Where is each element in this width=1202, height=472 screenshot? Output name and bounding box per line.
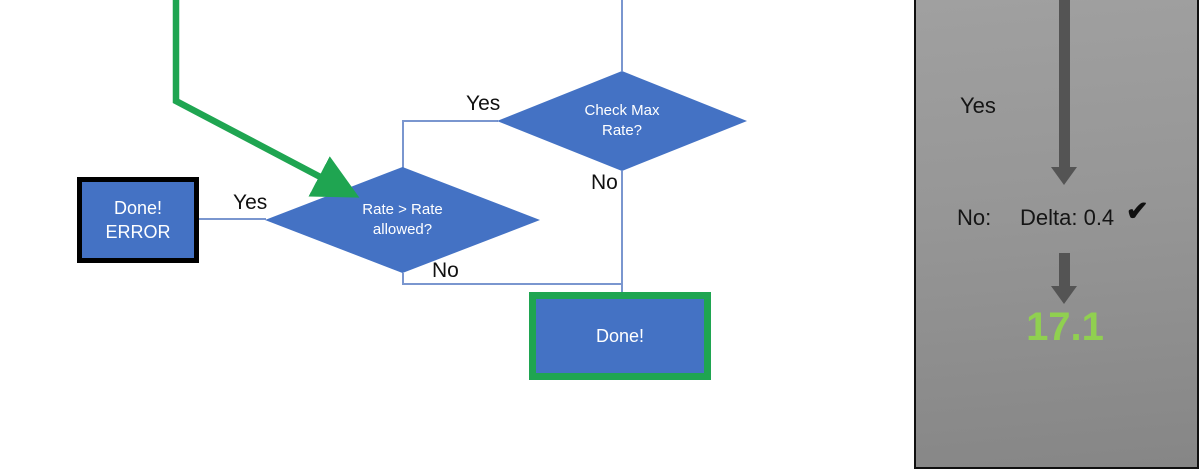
- down-arrow-head-icon: [1051, 167, 1077, 185]
- side-panel: Yes No: Delta: 0.4 ✔ 17.1: [914, 0, 1199, 469]
- box-done-error: Done! ERROR: [77, 177, 199, 263]
- branch-label-yes-check-max: Yes: [466, 92, 501, 115]
- decision-check-max-rate-label: Check Max Rate?: [584, 101, 660, 139]
- connector-check-max-yes-horizontal: [402, 120, 498, 122]
- decision-rate-allowed: Rate > Rate allowed?: [265, 167, 540, 273]
- panel-delta-label: Delta: 0.4: [1020, 205, 1115, 230]
- decision-rate-allowed-label: Rate > Rate allowed?: [362, 200, 443, 238]
- box-done: Done!: [529, 292, 711, 380]
- box-done-error-line1: Done!: [113, 197, 163, 218]
- checkmark-icon: ✔: [1126, 196, 1149, 226]
- branch-label-no-rate: No: [432, 259, 459, 282]
- connector-check-max-no-vertical: [621, 171, 623, 293]
- connector-check-max-yes-vertical: [402, 120, 404, 169]
- connector-rate-yes-horizontal: [199, 218, 266, 220]
- down-arrow-icon: [1059, 0, 1070, 168]
- down-arrow-2-icon: [1059, 253, 1070, 287]
- connector-rate-no-vertical: [402, 273, 404, 284]
- down-arrow-2-head-icon: [1051, 286, 1077, 304]
- panel-no-label: No:: [957, 205, 992, 230]
- panel-yes-label: Yes: [960, 93, 996, 118]
- branch-label-no-check-max: No: [591, 171, 618, 194]
- box-done-error-line2: ERROR: [105, 222, 171, 242]
- connector-rate-no-horizontal: [402, 283, 623, 285]
- result-value: 17.1: [1026, 305, 1104, 349]
- decision-check-max-rate: Check Max Rate?: [497, 71, 747, 171]
- connector-top-into-check-max: [621, 0, 623, 71]
- branch-label-yes-rate: Yes: [233, 191, 268, 214]
- box-done-label: Done!: [595, 325, 645, 346]
